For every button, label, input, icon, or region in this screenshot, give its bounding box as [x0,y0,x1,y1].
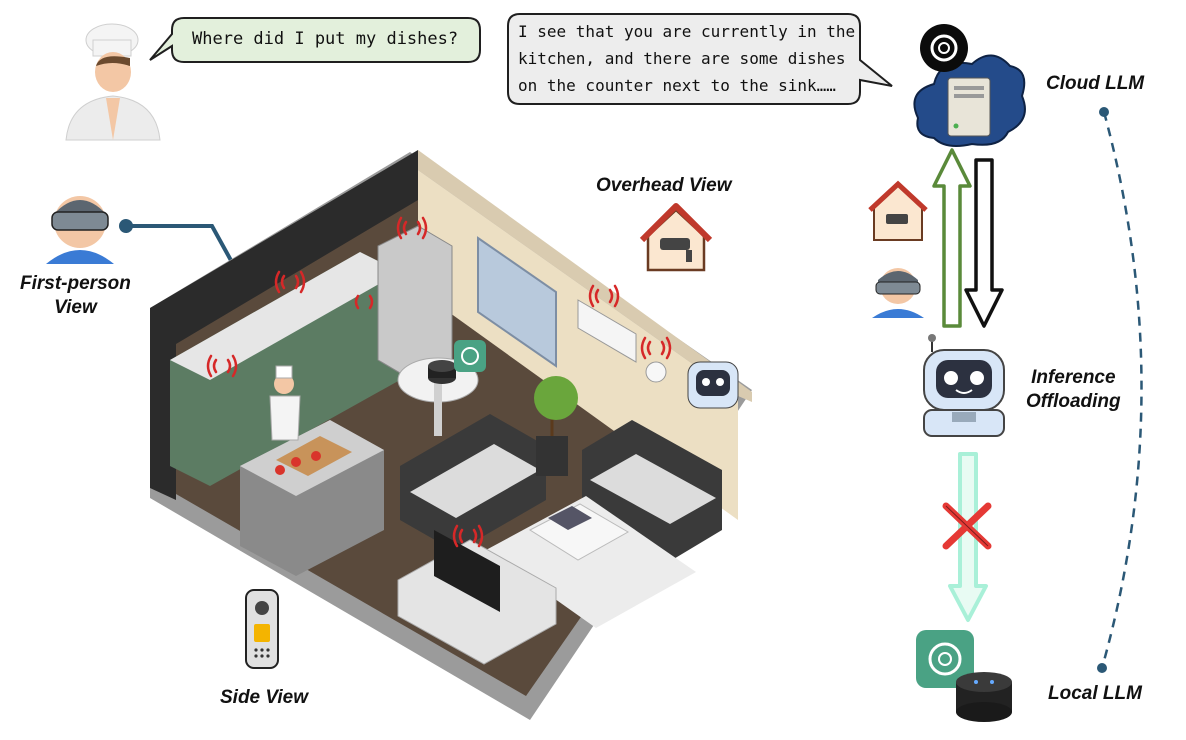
assistant-reply-text: I see that you are currently in the kitc… [518,18,855,99]
chatgpt-logo-icon [920,24,968,72]
cloud-llm-label: Cloud LLM [1046,73,1145,94]
wireless-signal-icons [206,216,672,548]
upload-arrow [932,148,972,328]
assistant-reply-line-3: on the counter next to the sink…… [518,76,836,95]
overhead-camera-house-icon [639,203,713,272]
user-speech-bubble [149,17,481,63]
cloud-server-icon [913,54,1026,147]
assistant-reply-line-2: kitchen, and there are some dishes [518,49,846,68]
local-llm-label: Local LLM [1048,683,1142,704]
user-query-text: Where did I put my dishes? [192,29,459,49]
local-chatgpt-badge-icon [916,630,974,688]
home-camera-icon [868,180,928,241]
robot-assistant-icon [923,334,1005,437]
assistant-reply-line-1: I see that you are currently in the [518,22,856,41]
chef-avatar-icon [65,23,161,141]
first-person-vr-user-icon [46,196,114,264]
side-view-label: Side View [220,687,308,708]
inference-offloading-label: Inference Offloading [1026,366,1121,414]
arc-top-dot [1099,107,1109,117]
first-person-view-label: First-person View [20,272,131,320]
first-person-connector-dot [119,219,133,233]
video-doorbell-icon [245,589,279,669]
arc-bottom-dot [1097,663,1107,673]
inference-label-line-1: Inference [1031,367,1116,388]
isometric-apartment [150,150,752,720]
blocked-cross-icon [942,502,992,550]
download-arrow [964,158,1004,328]
vr-headset-user-icon [872,268,924,318]
smart-speaker-icon [956,672,1012,722]
cloud-local-connection-arc [1100,111,1143,669]
first-person-label-line-1: First-person [20,273,131,294]
local-offload-arrow [948,452,988,622]
inference-label-line-2: Offloading [1026,391,1121,412]
first-person-label-line-2: View [54,297,97,318]
overhead-view-label: Overhead View [596,175,732,196]
assistant-speech-bubble [507,13,893,105]
